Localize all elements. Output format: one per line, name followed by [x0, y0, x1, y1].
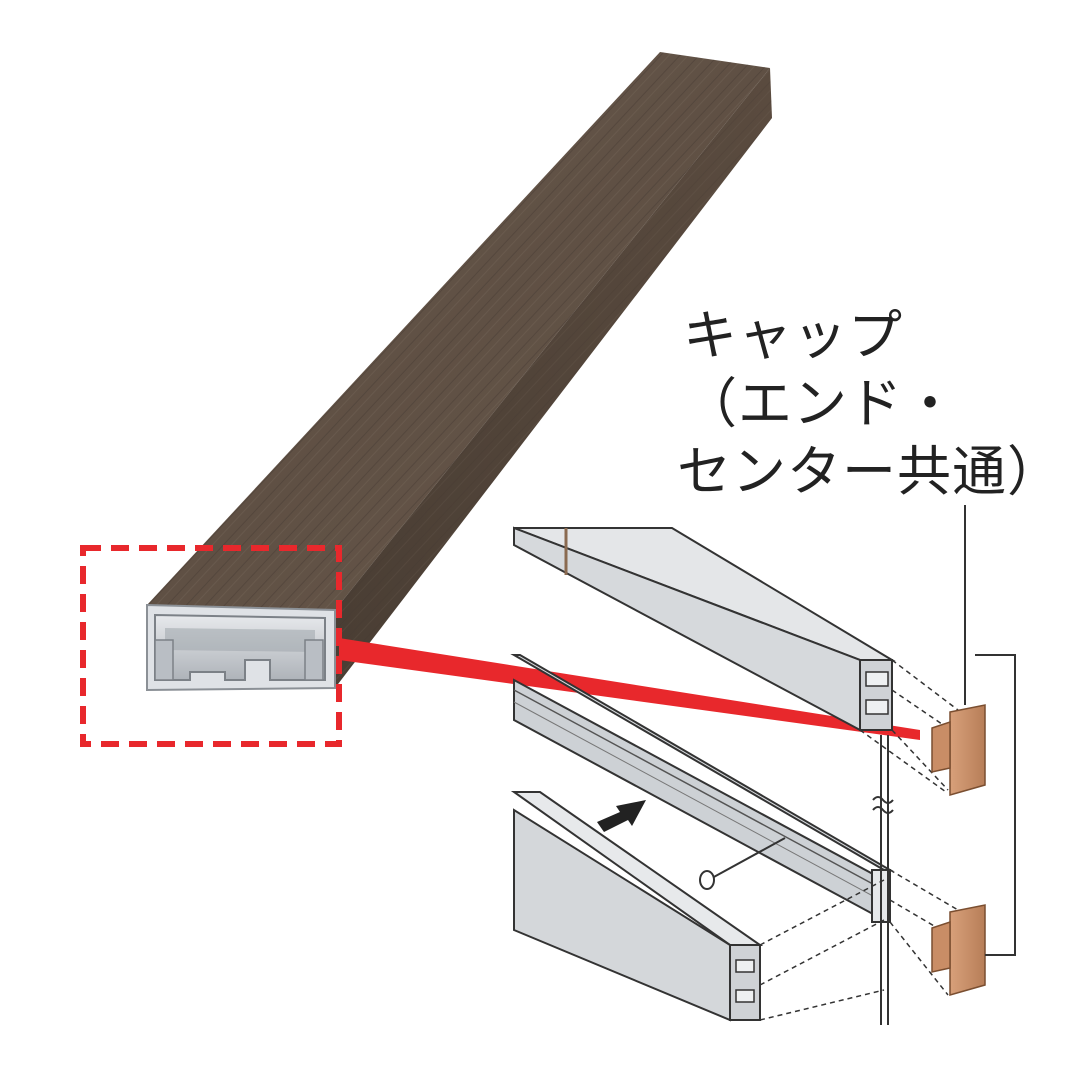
rail-cross-section	[146, 603, 336, 692]
callout-line-1: キャップ	[683, 304, 903, 367]
wood-rail	[147, 52, 772, 688]
callout-leader	[964, 505, 1016, 956]
break-symbol-icon	[872, 796, 894, 814]
callout-line-3: センター共通）	[677, 440, 1062, 503]
cap-callout-label: キャップ （エンド・ センター共通）	[677, 302, 1073, 506]
assembly-view	[510, 526, 959, 1025]
cap-lower	[931, 904, 986, 996]
highlight-pointer	[339, 638, 920, 740]
screw-icon	[699, 837, 786, 890]
callout-line-2: （エンド・	[683, 372, 958, 435]
cap-upper	[931, 704, 986, 796]
push-arrow-icon	[597, 800, 646, 832]
